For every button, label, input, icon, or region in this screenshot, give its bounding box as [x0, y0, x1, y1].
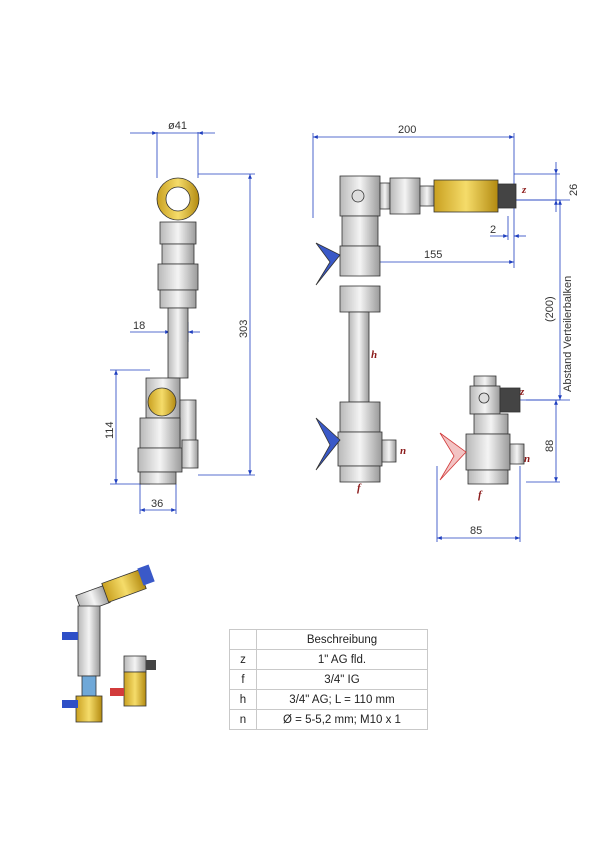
table-row: h 3/4" AG; L = 110 mm: [229, 689, 428, 710]
legend-desc: 3/4" AG; L = 110 mm: [256, 689, 428, 710]
dim-303: 303: [238, 320, 250, 338]
description-table: Beschreibung z 1" AG fld. f 3/4" IG h 3/…: [229, 629, 428, 730]
dim-155: 155: [424, 249, 442, 261]
label-n-middle: n: [400, 445, 406, 457]
product-3d-illustration: [62, 564, 156, 723]
legend-header: Beschreibung: [256, 629, 428, 650]
legend-desc: Ø = 5-5,2 mm; M10 x 1: [256, 709, 428, 730]
label-z-middle: z: [521, 184, 527, 196]
dim-2: 2: [490, 224, 496, 236]
dim-26: 26: [568, 184, 580, 196]
table-row: f 3/4" IG: [229, 669, 428, 690]
blue-handle-upper: [315, 242, 341, 286]
legend-key: h: [229, 689, 257, 710]
label-z-right: z: [519, 386, 525, 398]
right-view: 88 85 z n f: [436, 375, 560, 542]
blue-handle-lower: [315, 417, 341, 471]
dim-88: 88: [544, 440, 556, 452]
red-handle: [439, 432, 467, 481]
label-h: h: [371, 349, 377, 361]
legend-header-row: Beschreibung: [229, 629, 428, 650]
label-n-right: n: [524, 453, 530, 465]
table-row: z 1" AG fld.: [229, 649, 428, 670]
label-f-right: f: [478, 489, 483, 501]
dim-200-distance: (200): [544, 296, 556, 322]
dim-18: 18: [133, 320, 145, 332]
table-row: n Ø = 5-5,2 mm; M10 x 1: [229, 709, 428, 730]
abstand-verteilerbalken-label: Abstand Verteilerbalken: [562, 276, 574, 392]
dim-200: 200: [398, 124, 416, 136]
legend-key: f: [229, 669, 257, 690]
dim-36: 36: [151, 498, 163, 510]
dim-85: 85: [470, 525, 482, 537]
legend-desc: 3/4" IG: [256, 669, 428, 690]
middle-view: 200 26 2 155 (200) Abstand Verteilerbalk…: [312, 124, 580, 494]
dim-diameter-41: ø41: [168, 120, 187, 132]
legend-key: z: [229, 649, 257, 670]
label-f-middle: f: [357, 482, 362, 494]
legend-key: n: [229, 709, 257, 730]
legend-desc: 1" AG fld.: [256, 649, 428, 670]
legend-header-key: [229, 629, 257, 650]
left-view: ø41 303 18 114 36: [104, 120, 255, 514]
dim-114: 114: [104, 421, 116, 439]
